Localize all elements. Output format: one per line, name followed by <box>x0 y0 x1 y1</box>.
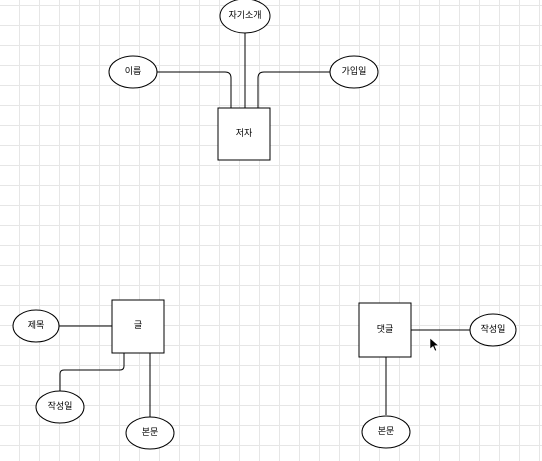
attribute-comment-body-label: 본문 <box>378 426 395 437</box>
attribute-post-created-label: 작성일 <box>48 401 73 412</box>
entity-comment[interactable]: 댓글 <box>358 302 412 358</box>
attribute-post-body-label: 본문 <box>142 427 159 438</box>
entity-author[interactable]: 저자 <box>217 107 271 161</box>
attribute-title-label: 제목 <box>28 320 45 331</box>
edge-post-created[interactable] <box>59 353 125 392</box>
edge-author-joined[interactable] <box>257 71 330 108</box>
attribute-joined[interactable]: 가입일 <box>329 55 379 89</box>
attribute-title[interactable]: 제목 <box>12 309 60 343</box>
attribute-comment-created[interactable]: 작성일 <box>469 313 517 347</box>
entity-author-label: 저자 <box>236 128 253 139</box>
attribute-post-created[interactable]: 작성일 <box>35 390 85 424</box>
attribute-comment-body[interactable]: 본문 <box>361 415 411 449</box>
attribute-name[interactable]: 이름 <box>108 55 158 89</box>
attribute-intro-label: 자기소개 <box>228 10 261 21</box>
entity-post[interactable]: 글 <box>111 299 165 354</box>
entity-post-label: 글 <box>134 320 142 331</box>
attribute-intro[interactable]: 자기소개 <box>219 0 271 34</box>
attribute-joined-label: 가입일 <box>342 65 367 77</box>
entity-comment-label: 댓글 <box>377 324 394 335</box>
attribute-comment-created-label: 작성일 <box>481 324 506 335</box>
edge-author-name[interactable] <box>157 71 232 108</box>
mouse-cursor-icon <box>429 337 440 352</box>
attribute-post-body[interactable]: 본문 <box>125 416 175 450</box>
attribute-name-label: 이름 <box>125 66 142 77</box>
